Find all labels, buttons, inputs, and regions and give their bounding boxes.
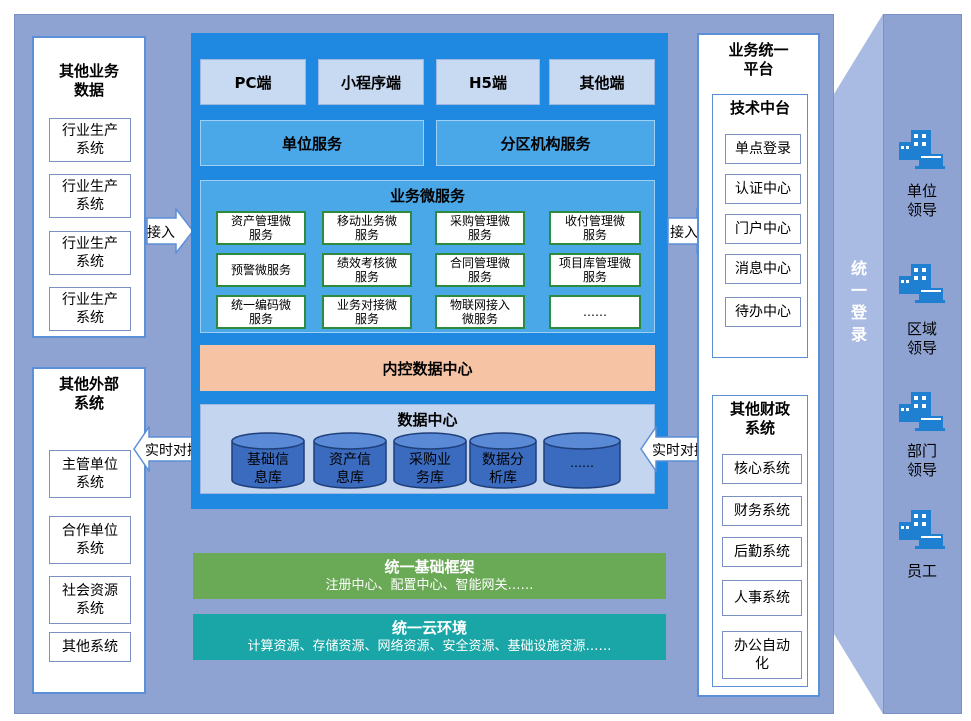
microservice-title: 业务微服务 (389, 187, 465, 205)
unit-service: 单位服务 (200, 120, 424, 166)
db-asset-label: 资产信 息库 (329, 452, 371, 486)
ms-performance: 绩效考核微 服务 (322, 253, 412, 287)
role-dept-leader: 部门 领导 (906, 442, 937, 479)
client-pc: PC端 (200, 59, 306, 105)
cloud-title: 统一云环境 (391, 619, 467, 637)
tech-sso: 单点登录 (725, 134, 801, 164)
finance-oa: 办公自动 化 (722, 631, 802, 679)
client-h5: H5端 (436, 59, 540, 105)
db-asset-shape (313, 432, 387, 489)
left-access-arrow (146, 208, 194, 254)
biz-data-item-4: 行业生产 系统 (49, 287, 131, 331)
db-procurement-shape (393, 432, 467, 489)
biz-data-item-3: 行业生产 系统 (49, 231, 131, 275)
biz-data-title: 其他业务 数据 (58, 62, 119, 99)
ms-asset: 资产管理微 服务 (216, 211, 306, 245)
unified-cloud: 统一云环境 计算资源、存储资源、网络资源、安全资源、基础设施资源…… (193, 614, 666, 660)
ms-procurement: 采购管理微 服务 (435, 211, 525, 245)
tech-title: 技术中台 (729, 99, 790, 117)
building-icon (899, 510, 945, 549)
user-roles-strip (883, 14, 962, 714)
unified-login-funnel (834, 14, 883, 714)
tech-message: 消息中心 (725, 254, 801, 284)
ms-iot: 物联网接入 微服务 (435, 295, 525, 329)
ms-integration: 业务对接微 服务 (322, 295, 412, 329)
external-item-4: 其他系统 (49, 632, 131, 662)
finance-logistics: 后勤系统 (722, 537, 802, 567)
ms-coding: 统一编码微 服务 (216, 295, 306, 329)
ms-payment: 收付管理微 服务 (549, 211, 641, 245)
external-item-3: 社会资源 系统 (49, 576, 131, 624)
external-title: 其他外部 系统 (58, 375, 119, 412)
ms-contract: 合同管理微 服务 (435, 253, 525, 287)
building-icon (899, 392, 945, 431)
data-center-title: 数据中心 (397, 411, 458, 429)
right-access-label: 接入 (670, 225, 698, 241)
platform-title: 业务统一 平台 (728, 41, 789, 78)
finance-hr: 人事系统 (722, 580, 802, 616)
db-more-label: …… (570, 456, 594, 470)
tech-portal: 门户中心 (725, 214, 801, 244)
db-more-shape (543, 432, 621, 489)
framework-title: 统一基础框架 (384, 558, 475, 576)
biz-data-item-1: 行业生产 系统 (49, 118, 131, 162)
building-icon (899, 264, 945, 303)
ms-project: 项目库管理微 服务 (549, 253, 641, 287)
branch-service: 分区机构服务 (436, 120, 655, 166)
finance-accounting: 财务系统 (722, 496, 802, 526)
building-icon (899, 130, 945, 169)
role-unit-leader: 单位 领导 (906, 182, 937, 219)
db-basic-shape (231, 432, 305, 489)
role-region-leader: 区域 领导 (906, 320, 937, 357)
client-other: 其他端 (549, 59, 655, 105)
client-miniprogram: 小程序端 (318, 59, 424, 105)
ms-mobile: 移动业务微 服务 (322, 211, 412, 245)
unified-login-label: 统 一 登 录 (850, 259, 867, 344)
db-analysis-label: 数据分 析库 (482, 452, 524, 486)
external-item-1: 主管单位 系统 (49, 450, 131, 498)
external-item-2: 合作单位 系统 (49, 516, 131, 564)
right-realtime-label: 实时对接 (652, 443, 708, 459)
finance-core: 核心系统 (722, 454, 802, 484)
tech-auth: 认证中心 (725, 174, 801, 204)
ms-more: …… (549, 295, 641, 329)
framework-subtitle: 注册中心、配置中心、智能网关…… (325, 578, 534, 593)
left-realtime-label: 实时对接 (145, 443, 201, 459)
finance-title: 其他财政 系统 (729, 400, 790, 437)
unified-framework: 统一基础框架 注册中心、配置中心、智能网关…… (193, 553, 666, 599)
db-procurement-label: 采购业 务库 (409, 452, 451, 486)
left-access-label: 接入 (147, 225, 175, 241)
db-basic-label: 基础信 息库 (247, 452, 289, 486)
biz-data-item-2: 行业生产 系统 (49, 174, 131, 218)
tech-todo: 待办中心 (725, 297, 801, 327)
ms-warning: 预警微服务 (216, 253, 306, 287)
role-employee: 员工 (906, 562, 937, 580)
db-analysis-shape (469, 432, 537, 489)
internal-control-center: 内控数据中心 (200, 345, 655, 391)
cloud-subtitle: 计算资源、存储资源、网络资源、安全资源、基础设施资源…… (247, 639, 612, 654)
